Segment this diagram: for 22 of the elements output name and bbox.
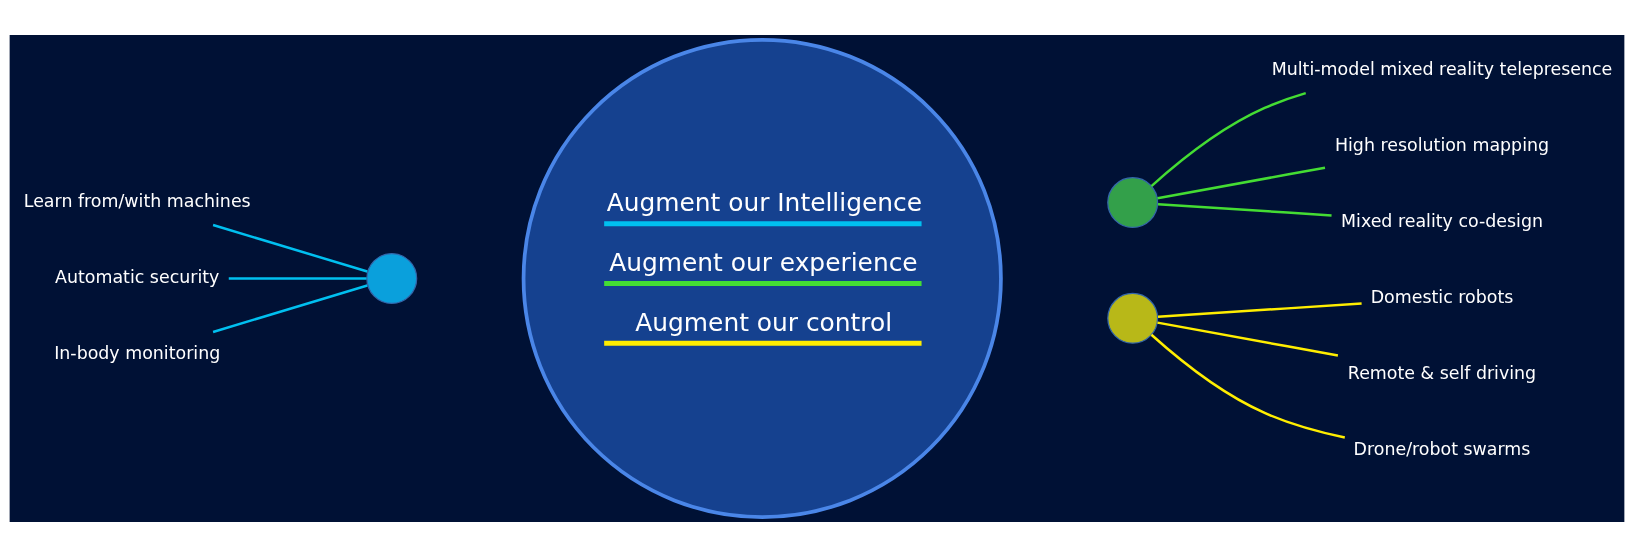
node-text: Remote & self driving xyxy=(1347,362,1537,383)
connector xyxy=(1157,202,1332,217)
node-text: Mixed reality co-design xyxy=(1341,210,1543,231)
node-text: Learn from/with machines xyxy=(23,190,251,211)
connector xyxy=(212,283,368,333)
node-circle xyxy=(1107,292,1159,344)
node-text: High resolution mapping xyxy=(1334,134,1550,155)
node-circle xyxy=(1107,176,1159,228)
connector xyxy=(228,276,367,280)
connector xyxy=(212,223,368,273)
node-text: Drone/robot swarms xyxy=(1353,438,1531,459)
node-text: Multi-model mixed reality telepresence xyxy=(1271,58,1613,79)
connector xyxy=(1157,165,1326,199)
node-circle: Augment our Intelligence Augment our experience Augment our control xyxy=(521,37,1003,519)
connector xyxy=(1157,320,1339,357)
node-circle xyxy=(366,252,418,304)
connector xyxy=(1157,301,1362,318)
node-text: Automatic security xyxy=(55,266,220,287)
node-text: In-body monitoring xyxy=(54,342,221,363)
node-text: Domestic robots xyxy=(1370,286,1514,307)
connector xyxy=(1150,91,1307,187)
connector xyxy=(1150,333,1346,439)
